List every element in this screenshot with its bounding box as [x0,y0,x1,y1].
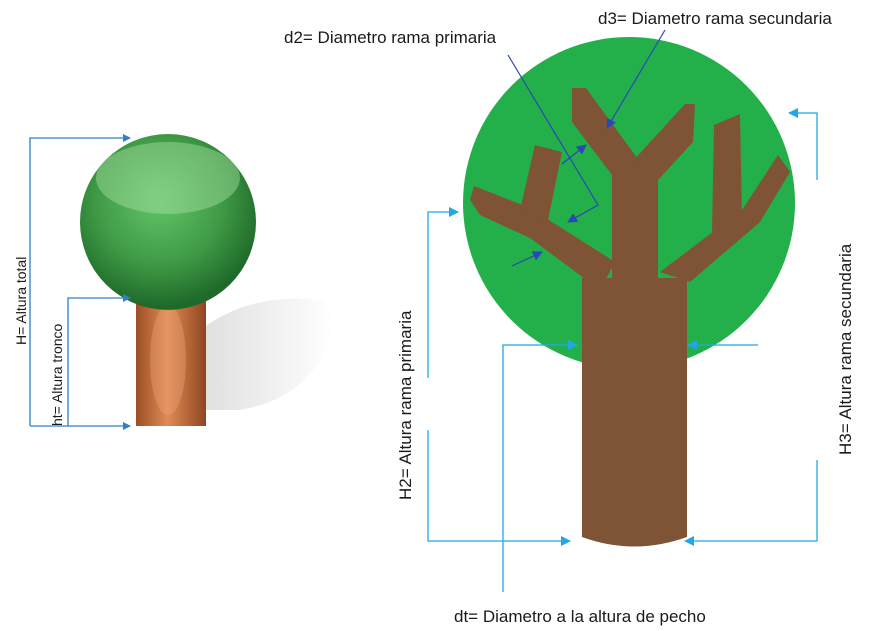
d2-pointer-lower [511,251,543,267]
breast-diameter-left-guide [502,340,578,592]
small-tree-guides [29,134,131,430]
upper-left-branch [572,88,640,175]
small-tree-trunk-highlight [150,305,186,415]
primary-branch-height-guide [427,207,459,378]
height-total-guide [29,134,131,426]
right-secondary-branch [712,114,742,232]
branch-diameter-pointers [507,29,666,267]
small-tree-canopy [80,134,256,310]
trunk-height-label: ht= Altura tronco [49,323,65,426]
right-primary-branch [660,155,790,282]
dt-label: dt= Diametro a la altura de pecho [454,607,706,626]
height-total-label: H= Altura total [13,257,29,345]
upper-right-branch [632,104,695,180]
d2-pointer-side [561,144,587,165]
central-stem [612,158,658,278]
d2-pointer-upper [507,54,599,223]
trunk-height-guide [67,294,131,426]
left-secondary-branch [520,145,562,220]
large-tree [463,37,795,547]
d3-label: d3= Diametro rama secundaria [598,9,832,28]
secondary-branch-height-guide [788,108,818,180]
d2-label: d2= Diametro rama primaria [284,28,497,47]
large-tree-wood [470,88,790,547]
large-tree-height-guides [427,108,818,592]
small-tree-trunk [136,290,206,426]
secondary-branch-height-base [684,460,818,546]
h2-label: H2= Altura rama primaria [396,310,415,500]
small-tree [80,134,334,426]
large-tree-trunk [582,278,687,547]
primary-branch-height-base [427,430,571,546]
d3-pointer [606,29,666,129]
small-tree-canopy-gloss [96,142,240,214]
h3-label: H3= Altura rama secundaria [836,243,855,455]
left-primary-branch [470,186,615,290]
small-tree-shadow [200,298,334,410]
